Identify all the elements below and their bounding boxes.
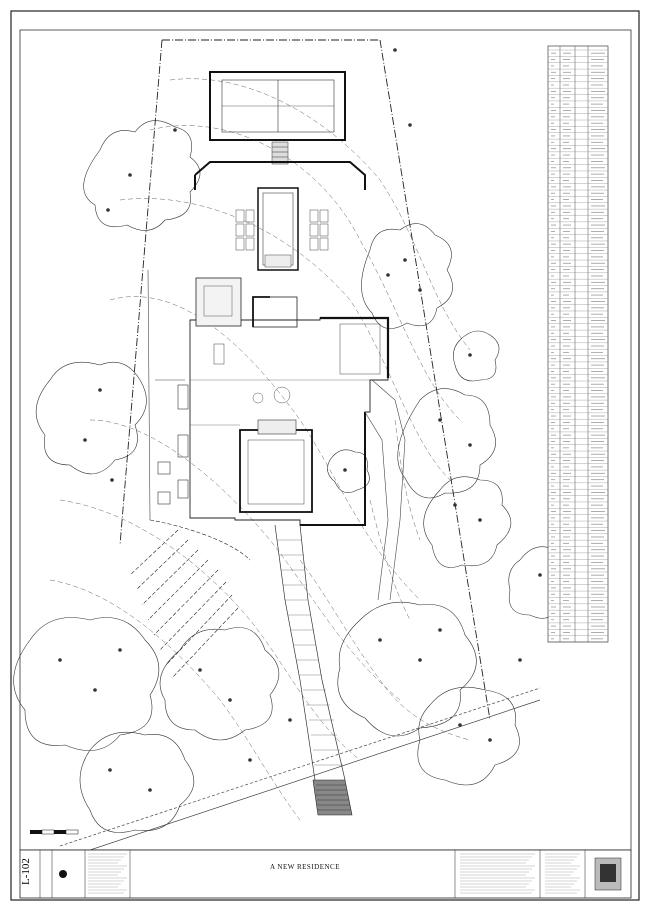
parking-stalls [129, 519, 251, 679]
contour-lines [49, 78, 471, 821]
sheet-number: L-102 [20, 858, 32, 886]
property-lines [119, 39, 491, 721]
street-edge [59, 687, 541, 861]
driveway-apron [312, 779, 353, 816]
driveway [274, 524, 346, 781]
title-block-notes [88, 853, 580, 894]
driveway-pavers [277, 539, 343, 766]
tree-canopies [13, 120, 576, 833]
sport-court [209, 71, 346, 141]
lounge-chairs [235, 209, 329, 251]
project-title: A NEW RESIDENCE [270, 863, 340, 871]
title-block [19, 849, 632, 899]
tree-schedule-table [547, 45, 609, 643]
scale-bar [30, 829, 79, 835]
site-planters [157, 461, 171, 505]
schedule-rows [548, 49, 608, 643]
tree-markers [58, 48, 542, 792]
site-walls [147, 269, 406, 601]
residence-footprint [177, 277, 390, 526]
pool-terrace-walls [194, 161, 366, 190]
swimming-pool [257, 187, 299, 271]
court-steps [271, 141, 289, 165]
